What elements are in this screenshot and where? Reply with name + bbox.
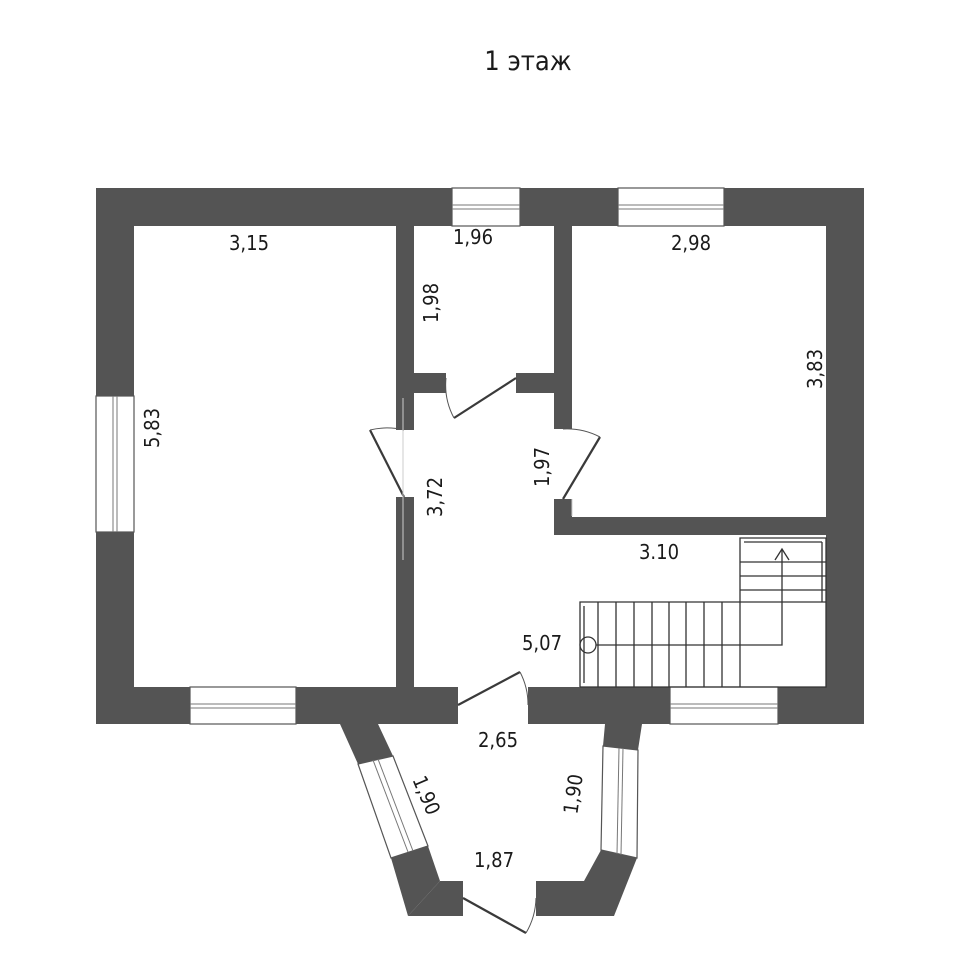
dim-hall-door-width: 1,97 [530,447,554,487]
east-wall [826,188,864,724]
wall-left-room-lower [396,497,414,687]
wall-right-room-west-upper [554,226,572,429]
dim-left-room-length: 5,83 [140,408,164,448]
dim-hall-length: 3,72 [423,477,447,517]
porch-window-right [600,745,639,859]
stair-direction-line [596,550,783,646]
dim-porch-width: 2,65 [478,728,518,752]
porch-wall-left-bottom [391,846,440,916]
door-right-room [562,428,601,500]
dim-porch-right-side: 1,90 [558,773,587,816]
dim-small-room-width: 1,96 [453,225,493,249]
wall-left-room-upper [396,226,414,430]
porch-wall-front-left [408,881,463,916]
wall-right-room-west-lower [554,499,572,535]
dim-hall-width: 5,07 [522,631,562,655]
outer-walls [96,188,864,724]
dim-porch-front: 1,87 [474,848,514,872]
stair-outline [579,537,827,688]
door-porch-entrance [457,671,529,706]
window-west-left-room [95,395,135,533]
door-porch-front [462,897,537,934]
porch [340,724,642,916]
door-small-room [445,377,517,419]
dim-right-room-width: 2,98 [671,231,711,255]
stair-arrow-icon [774,547,790,561]
interior-walls [396,226,826,687]
floor-title: 1 этаж [484,46,572,77]
windows [95,187,779,725]
doors [369,377,601,934]
window-north-small-room [451,187,521,227]
porch-wall-front-right [536,850,637,916]
dim-stair-area-width: 3.10 [639,540,679,564]
porch-wall-left-top [340,724,393,764]
window-south-stair-area [669,686,779,725]
dim-right-room-length: 3,83 [803,349,827,389]
wall-small-room-bottom-left [414,373,446,393]
window-north-right-room [617,187,725,227]
stair-treads-upper [740,561,826,591]
porch-window-left [357,755,429,859]
porch-wall-right-top [603,724,642,750]
stair-start-circle [579,636,597,654]
door-left-room [369,427,405,498]
wall-right-room-south [572,517,826,535]
dim-left-room-width: 3,15 [229,231,269,255]
window-south-left-room [189,686,297,725]
dim-small-room-length: 1,98 [419,283,443,323]
dimension-labels: 3,15 5,83 1,96 1,98 2,98 3,83 3,72 1,97 … [140,225,827,872]
staircase [579,537,827,688]
